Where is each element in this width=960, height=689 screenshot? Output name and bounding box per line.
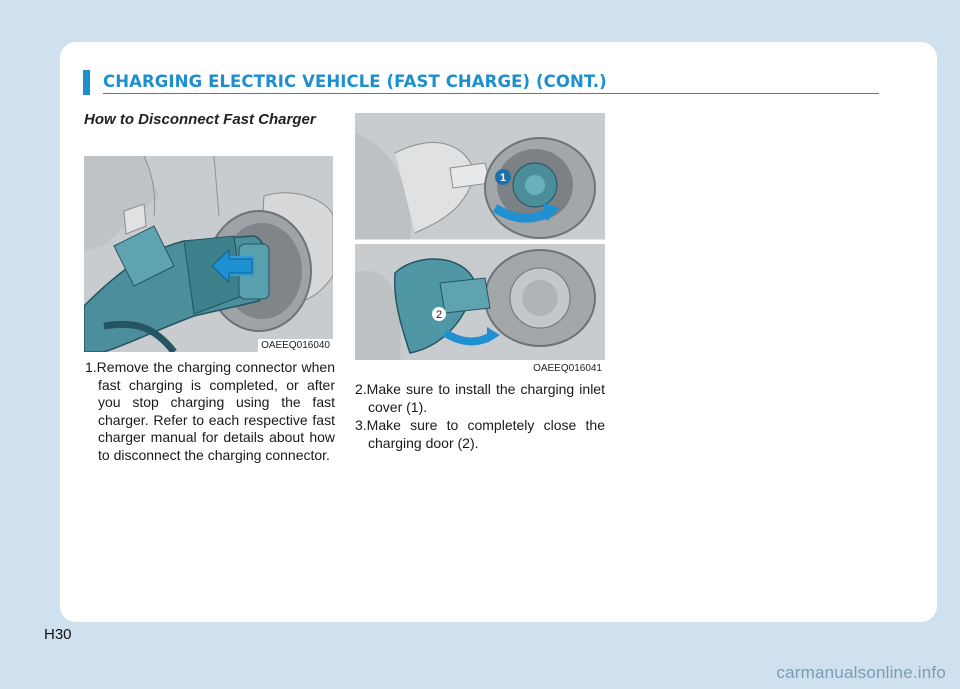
figure-code-label: OAEEQ016041 [530,362,605,375]
section-header-title: CHARGING ELECTRIC VEHICLE (FAST CHARGE) … [103,72,607,91]
subsection-heading: How to Disconnect Fast Charger [84,111,316,128]
figure-close-cover-and-door: 1 2 OAEEQ016041 [355,113,605,376]
connector-illustration [84,156,333,352]
step-1-text: 1.Remove the charging connector when fas… [85,359,335,463]
figure-disconnect-connector: OAEEQ016040 [84,156,333,352]
cover-door-illustration: 1 2 [355,113,605,360]
header-accent-bar [83,70,90,95]
figure-code-label: OAEEQ016040 [258,339,333,352]
watermark-text: carmanualsonline.info [776,663,946,682]
callout-2: 2 [436,309,442,321]
step-2-text: 2.Make sure to install the charging inle… [355,381,605,415]
callout-1: 1 [500,172,506,184]
header-rule [103,93,879,94]
page-number: H30 [44,626,72,643]
step-3-text: 3.Make sure to completely close the char… [355,417,605,451]
